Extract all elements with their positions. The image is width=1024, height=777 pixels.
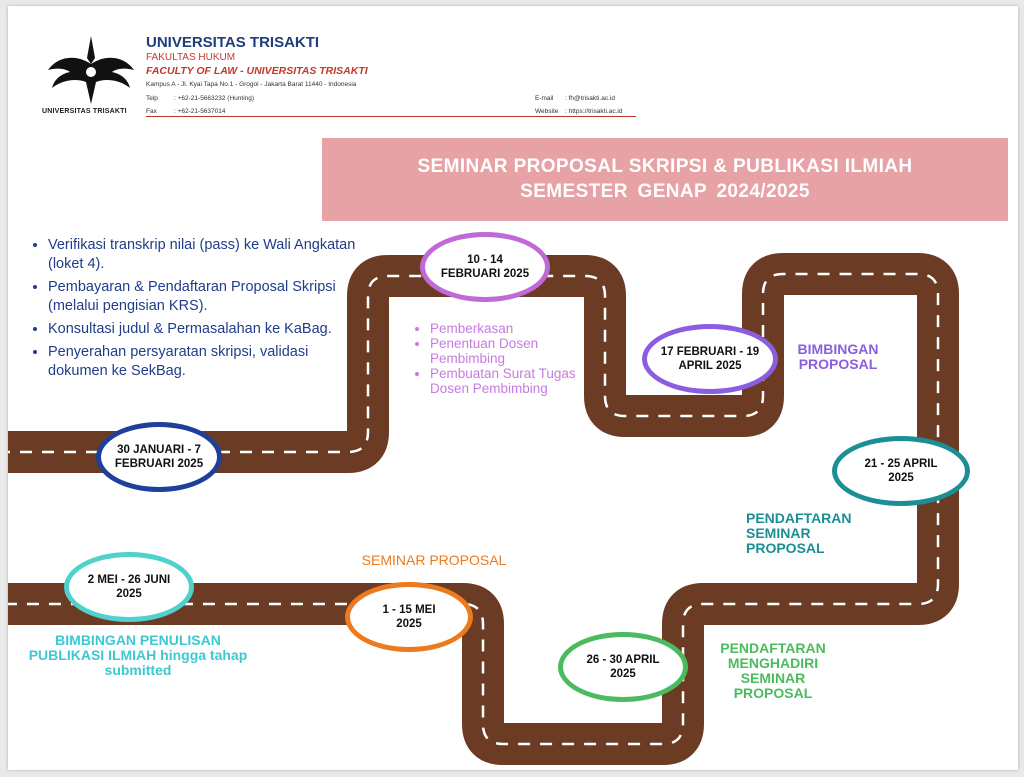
fax-label: Fax: [146, 108, 157, 115]
milestone-date: 30 JANUARI - 7 FEBRUARI 2025: [96, 422, 222, 492]
website-label: Website: [535, 108, 559, 115]
label-seminar-proposal: SEMINAR PROPOSAL: [361, 552, 507, 568]
label-bimbingan-proposal: BIMBINGAN PROPOSAL: [797, 341, 879, 372]
list-item: Verifikasi transkrip nilai (pass) ke Wal…: [48, 236, 368, 274]
road-center-dashes: [8, 272, 940, 746]
list-item: Penentuan Dosen Pembimbing: [430, 336, 610, 366]
milestone-date: 21 - 25 APRIL 2025: [832, 436, 970, 506]
label-menghadiri-seminar: PENDAFTARAN MENGHADIRI SEMINAR PROPOSAL: [720, 640, 826, 701]
label-pendaftaran-seminar: PENDAFTARAN SEMINAR PROPOSAL: [746, 510, 852, 556]
milestone-date: 26 - 30 APRIL 2025: [558, 632, 688, 702]
logo-caption: UNIVERSITAS TRISAKTI: [42, 108, 127, 115]
email-label: E-mail: [535, 95, 554, 102]
label-bimbingan-publikasi: BIMBINGAN PENULISAN PUBLIKASI ILMIAH hin…: [28, 632, 248, 678]
fax-value: : +62-21-5637014: [174, 108, 226, 115]
timeline-poster: UNIVERSITAS TRISAKTI UNIVERSITAS TRISAKT…: [8, 6, 1018, 770]
title-banner: SEMINAR PROPOSAL SKRIPSI & PUBLIKASI ILM…: [322, 138, 1008, 221]
list-item: Penyerahan persyaratan skripsi, validasi…: [48, 343, 368, 381]
letterhead-divider: [146, 116, 636, 117]
milestone-date: 10 - 14 FEBRUARI 2025: [420, 232, 550, 302]
university-logo: [48, 36, 134, 104]
campus-address: Kampus A - Jl. Kyai Tapa No.1 - Grogol -…: [146, 81, 357, 88]
milestone-date: 17 FEBRUARI - 19 APRIL 2025: [642, 324, 778, 394]
telp-label: Telp: [146, 95, 158, 102]
timeline-road: [8, 253, 959, 765]
banner-subtitle: SEMESTER GENAP 2024/2025: [520, 181, 810, 202]
faculty-name-en: FACULTY OF LAW - UNIVERSITAS TRISAKTI: [146, 65, 368, 77]
email-value: : fh@trisakti.ac.id: [565, 95, 615, 102]
list-item: Pembayaran & Pendaftaran Proposal Skrips…: [48, 278, 368, 316]
banner-title: SEMINAR PROPOSAL SKRIPSI & PUBLIKASI ILM…: [417, 156, 913, 177]
university-name: UNIVERSITAS TRISAKTI: [146, 34, 320, 51]
administration-list: Pemberkasan Penentuan Dosen Pembimbing P…: [412, 321, 610, 396]
milestone-date: 1 - 15 MEI 2025: [345, 582, 473, 652]
list-item: Pembuatan Surat Tugas Dosen Pembimbing: [430, 366, 610, 396]
website-value: : https://trisakti.ac.id: [565, 108, 623, 115]
faculty-name: FAKULTAS HUKUM: [146, 52, 236, 63]
milestone-date: 2 MEI - 26 JUNI 2025: [64, 552, 194, 622]
list-item: Konsultasi judul & Permasalahan ke KaBag…: [48, 320, 368, 339]
telp-value: : +62-21-5663232 (Hunting): [174, 95, 255, 102]
requirements-list: Verifikasi transkrip nilai (pass) ke Wal…: [28, 236, 368, 385]
list-item: Pemberkasan: [430, 321, 610, 336]
